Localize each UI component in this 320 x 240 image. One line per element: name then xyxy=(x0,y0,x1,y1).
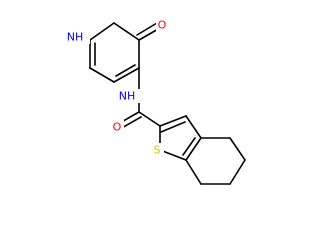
bond xyxy=(159,149,187,161)
bond xyxy=(229,137,246,161)
bond xyxy=(185,159,202,185)
atom-label-o1: O xyxy=(158,19,167,32)
molecule-structure: NH O NH O S xyxy=(60,18,246,185)
bond xyxy=(115,64,136,77)
bond xyxy=(185,137,202,161)
atom-n1: NH xyxy=(60,30,90,44)
bond xyxy=(113,22,140,41)
atom-o2: O xyxy=(110,120,124,134)
bond xyxy=(159,115,187,127)
bond xyxy=(182,137,196,156)
atom-label-n1: NH xyxy=(67,31,84,44)
atom-s1: S xyxy=(150,143,164,157)
bond xyxy=(160,121,186,133)
atom-n2: NH xyxy=(112,89,142,103)
atom-label-s1: S xyxy=(154,144,161,157)
bond xyxy=(89,67,115,83)
atom-label-o2: O xyxy=(113,121,122,134)
bond xyxy=(138,111,161,127)
bond xyxy=(185,115,202,139)
atom-o1: O xyxy=(156,18,168,32)
atom-label-n2: NH xyxy=(119,90,136,103)
bond xyxy=(136,22,158,36)
bond xyxy=(89,22,115,41)
bond xyxy=(113,67,140,83)
bond xyxy=(229,159,246,185)
